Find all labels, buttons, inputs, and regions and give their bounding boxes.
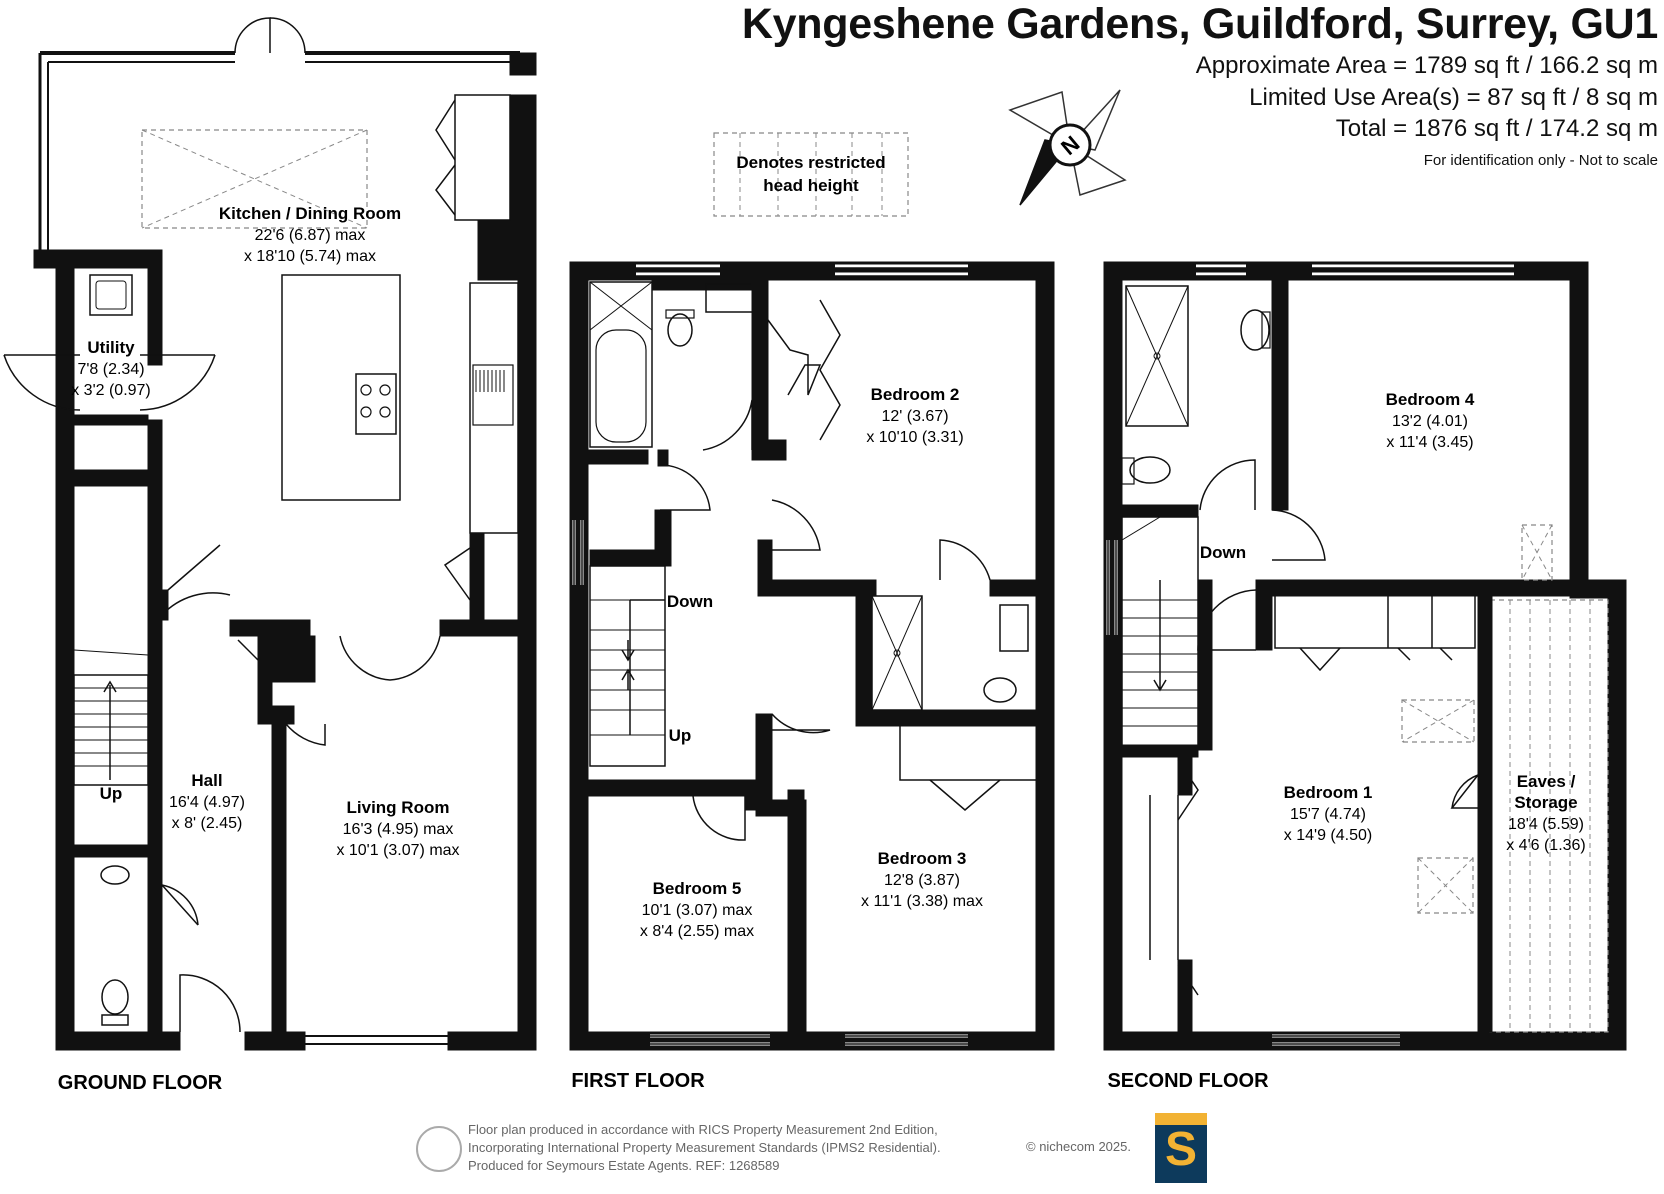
bedroom4-dim-1: 13'2 (4.01) [1392,413,1468,430]
footer-disclaimer: Floor plan produced in accordance with R… [468,1121,941,1175]
first-floor-label: FIRST FLOOR [571,1070,705,1092]
bedroom4-name: Bedroom 4 [1386,390,1475,409]
bedroom1-dim-2: x 14'9 (4.50) [1284,827,1372,844]
legend-line-2: head height [763,176,859,195]
first-stairs-up-label: Up [669,726,692,745]
ground-floor-label: GROUND FLOOR [58,1072,223,1094]
identification-note: For identification only - Not to scale [1423,152,1658,169]
bedroom1-dim-1: 15'7 (4.74) [1290,806,1366,823]
kitchen-dim-1: 22'6 (6.87) max [255,227,366,244]
limited-use-area: Limited Use Area(s) = 87 sq ft / 8 sq m [1249,84,1658,111]
approximate-area: Approximate Area = 1789 sq ft / 166.2 sq… [1195,52,1658,79]
restricted-height-legend: Denotes restricted head height [713,132,909,217]
utility-name: Utility [87,338,135,357]
property-title: Kyngeshene Gardens, Guildford, Surrey, G… [741,0,1658,48]
utility-dim-1: 7'8 (2.34) [77,361,144,378]
footer-line-1: Floor plan produced in accordance with R… [468,1122,938,1137]
bedroom4-dim-2: x 11'4 (3.45) [1386,434,1473,451]
bedroom2-name: Bedroom 2 [871,385,960,404]
eaves-dim-1: 18'4 (5.59) [1508,816,1584,833]
hall-name: Hall [191,771,222,790]
first-floor-plan [569,261,1055,1051]
ground-floor-labels: Kitchen / Dining Room 22'6 (6.87) max x … [58,204,460,1094]
person-icon [416,1126,462,1172]
kitchen-name: Kitchen / Dining Room [219,204,401,223]
living-room-dim-1: 16'3 (4.95) max [343,821,454,838]
bedroom3-dim-2: x 11'1 (3.38) max [861,893,983,910]
bedroom1-name: Bedroom 1 [1284,783,1373,802]
bedroom3-dim-1: 12'8 (3.87) [884,872,960,889]
footer-line-3: Produced for Seymours Estate Agents. REF… [468,1158,780,1173]
total-area: Total = 1876 sq ft / 174.2 sq m [1335,115,1658,142]
bedroom5-dim-1: 10'1 (3.07) max [642,902,753,919]
bedroom3-name: Bedroom 3 [878,849,967,868]
eaves-name-2: Storage [1514,793,1577,812]
eaves-dim-2: x 4'6 (1.36) [1506,837,1586,854]
footer-copyright: © nichecom 2025. [1026,1139,1131,1154]
footer-line-2: Incorporating International Property Mea… [468,1140,941,1155]
first-stairs-down-label: Down [667,592,713,611]
first-floor-labels: Bedroom 2 12' (3.67) x 10'10 (3.31) Bedr… [571,385,983,1092]
compass-icon: N [1008,89,1127,206]
seymours-logo-letter: S [1164,1123,1197,1176]
ground-floor-plan [3,17,537,1051]
seymours-logo-bar [1155,1113,1207,1125]
bedroom5-name: Bedroom 5 [653,879,742,898]
hall-dim-1: 16'4 (4.97) [169,794,245,811]
living-room-dim-2: x 10'1 (3.07) max [336,842,459,859]
legend-line-1: Denotes restricted [736,153,885,172]
bedroom2-dim-2: x 10'10 (3.31) [866,429,963,446]
living-room-name: Living Room [347,798,450,817]
second-floor-labels: Bedroom 4 13'2 (4.01) x 11'4 (3.45) Bedr… [1107,390,1585,1092]
second-stairs-down-label: Down [1200,543,1246,562]
hall-dim-2: x 8' (2.45) [172,815,243,832]
ground-stairs-up-label: Up [100,784,123,803]
kitchen-dim-2: x 18'10 (5.74) max [244,248,376,265]
eaves-name-1: Eaves / [1517,772,1576,791]
utility-dim-2: x 3'2 (0.97) [71,382,151,399]
second-floor-label: SECOND FLOOR [1107,1070,1269,1092]
second-floor-plan [1103,261,1627,1051]
bedroom5-dim-2: x 8'4 (2.55) max [640,923,754,940]
bedroom2-dim-1: 12' (3.67) [881,408,948,425]
